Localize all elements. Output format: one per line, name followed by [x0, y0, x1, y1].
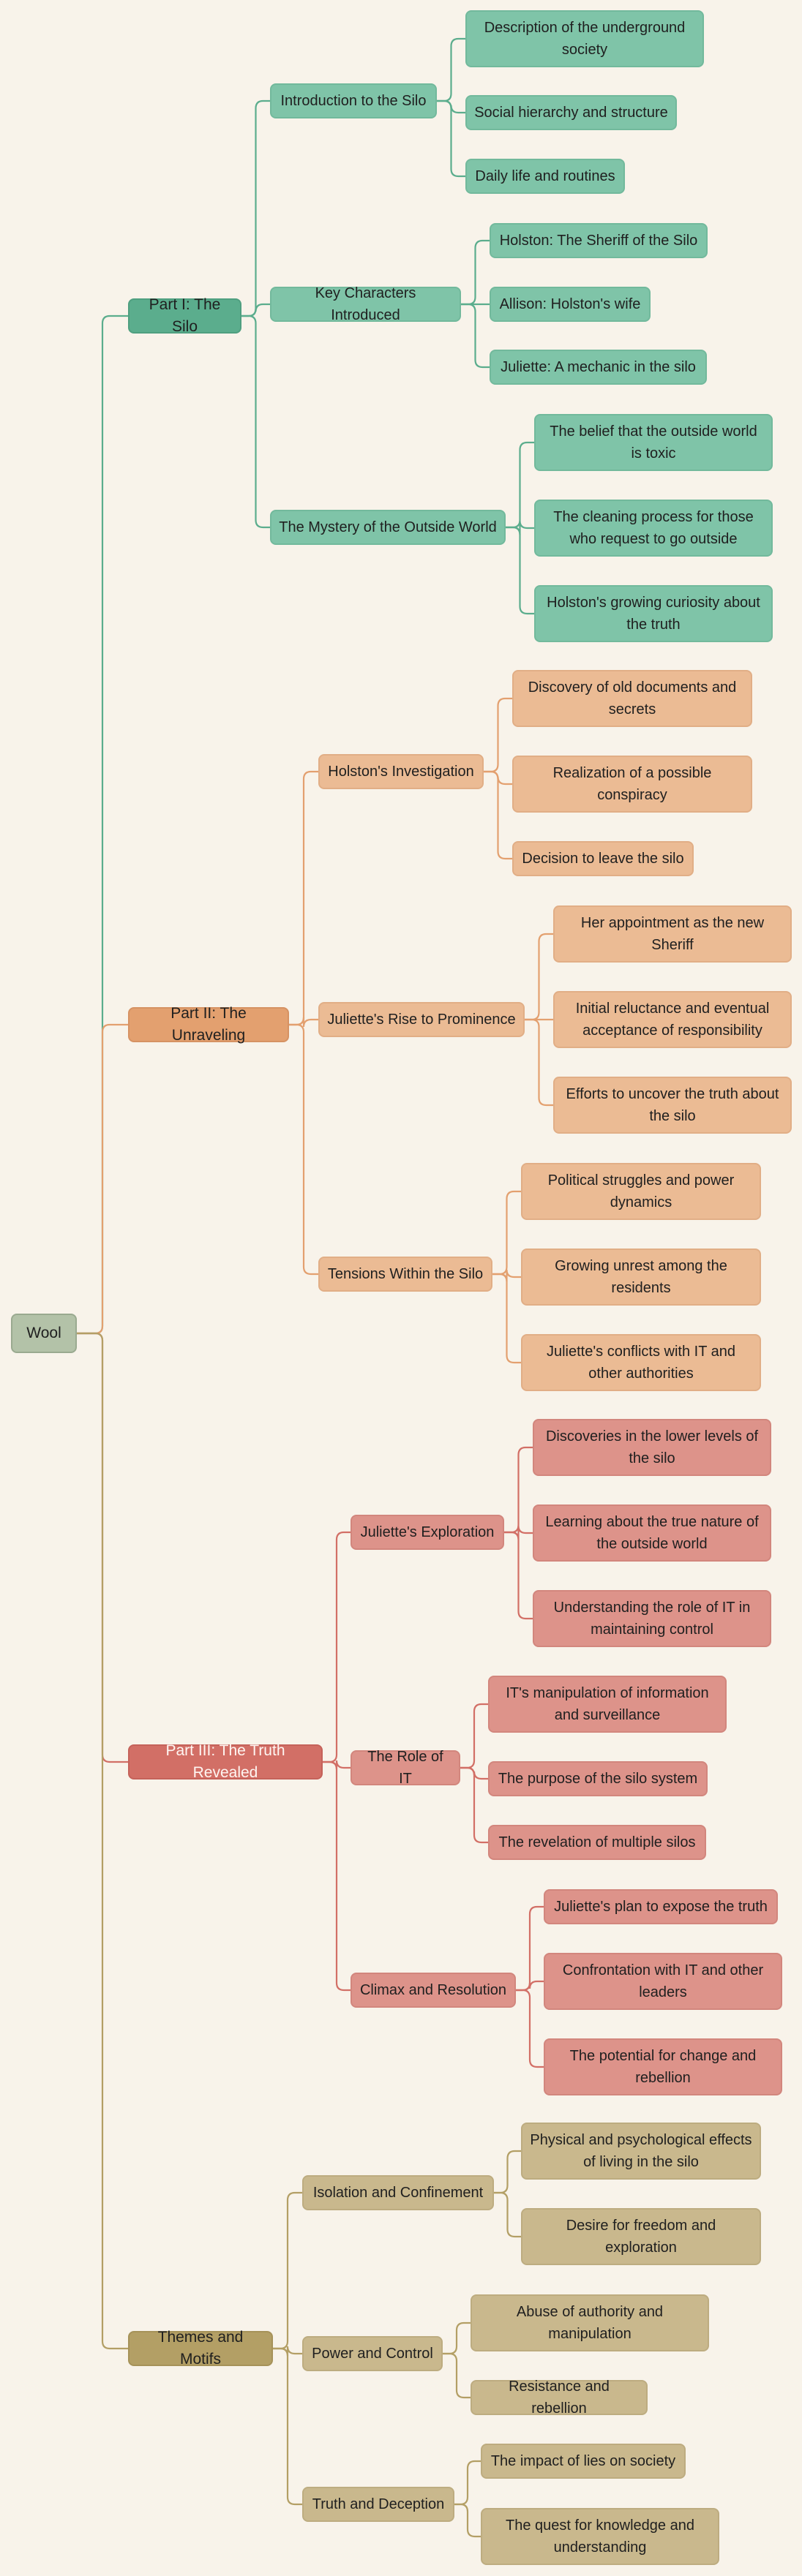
- leaf-node[interactable]: Holston: The Sheriff of the Silo: [490, 223, 708, 258]
- connector-line: [484, 697, 512, 773]
- leaf-node[interactable]: The potential for change and rebellion: [544, 2038, 782, 2095]
- connector-line: [494, 2191, 521, 2238]
- leaf-node[interactable]: Discoveries in the lower levels of the s…: [533, 1419, 771, 1476]
- leaf-node[interactable]: Growing unrest among the residents: [521, 1249, 761, 1306]
- connector-line: [516, 1905, 544, 1992]
- connector-line: [460, 1766, 488, 1844]
- connector-line: [525, 933, 553, 1021]
- connector-line: [454, 2460, 481, 2506]
- connector-line: [443, 2352, 471, 2399]
- topic-node[interactable]: Power and Control: [302, 2336, 443, 2371]
- connector-line: [484, 770, 512, 860]
- section-node[interactable]: Part III: The Truth Revealed: [128, 1742, 323, 1781]
- connector-line: [525, 1018, 553, 1107]
- leaf-node[interactable]: Her appointment as the new Sheriff: [553, 905, 792, 963]
- connector-line: [506, 441, 534, 529]
- leaf-node[interactable]: Abuse of authority and manipulation: [471, 2294, 709, 2351]
- leaf-node[interactable]: Realization of a possible conspiracy: [512, 756, 752, 813]
- topic-node[interactable]: Juliette's Rise to Prominence: [318, 1002, 525, 1037]
- connector-line: [289, 1023, 318, 1276]
- connector-line: [77, 1023, 128, 1335]
- connector-line: [323, 1760, 351, 1992]
- topic-node[interactable]: Holston's Investigation: [318, 754, 484, 789]
- leaf-node[interactable]: Learning about the true nature of the ou…: [533, 1504, 771, 1562]
- connector-line: [454, 2503, 481, 2538]
- section-node[interactable]: Part I: The Silo: [128, 296, 241, 335]
- leaf-node[interactable]: The cleaning process for those who reque…: [534, 500, 773, 557]
- leaf-node[interactable]: The purpose of the silo system: [488, 1761, 708, 1796]
- leaf-node[interactable]: Initial reluctance and eventual acceptan…: [553, 991, 792, 1048]
- section-node[interactable]: Themes and Motifs: [128, 2329, 273, 2368]
- connector-line: [504, 1531, 533, 1620]
- connector-line: [289, 770, 318, 1026]
- topic-node[interactable]: Truth and Deception: [302, 2487, 454, 2522]
- topic-node[interactable]: Introduction to the Silo: [270, 83, 437, 118]
- connector-line: [504, 1446, 533, 1534]
- topic-node[interactable]: The Role of IT: [351, 1749, 460, 1787]
- leaf-node[interactable]: Allison: Holston's wife: [490, 287, 651, 322]
- leaf-node[interactable]: The belief that the outside world is tox…: [534, 414, 773, 471]
- connector-line: [492, 1273, 521, 1364]
- connector-line: [516, 1989, 544, 2068]
- topic-node[interactable]: Isolation and Confinement: [302, 2175, 494, 2210]
- section-node[interactable]: Part II: The Unraveling: [128, 1005, 289, 1044]
- leaf-node[interactable]: Juliette's plan to expose the truth: [544, 1889, 778, 1924]
- connector-line: [241, 315, 270, 529]
- connector-line: [241, 99, 270, 317]
- connector-line: [461, 303, 490, 369]
- leaf-node[interactable]: Discovery of old documents and secrets: [512, 670, 752, 727]
- root-node[interactable]: Wool: [11, 1314, 77, 1353]
- connector-line: [323, 1531, 351, 1763]
- topic-node[interactable]: Tensions Within the Silo: [318, 1257, 492, 1292]
- connector-line: [273, 2191, 302, 2350]
- leaf-node[interactable]: Holston's growing curiosity about the tr…: [534, 585, 773, 642]
- leaf-node[interactable]: Desire for freedom and exploration: [521, 2208, 761, 2265]
- leaf-node[interactable]: Social hierarchy and structure: [465, 95, 677, 130]
- connector-line: [437, 99, 465, 178]
- connector-line: [273, 2347, 302, 2506]
- connector-line: [494, 2150, 521, 2194]
- leaf-node[interactable]: Physical and psychological effects of li…: [521, 2123, 761, 2180]
- connector-line: [492, 1190, 521, 1276]
- leaf-node[interactable]: Resistance and rebellion: [471, 2379, 648, 2417]
- connector-line: [443, 2321, 471, 2355]
- connector-line: [506, 526, 534, 615]
- topic-node[interactable]: Key Characters Introduced: [270, 285, 461, 323]
- leaf-node[interactable]: The quest for knowledge and understandin…: [481, 2508, 719, 2565]
- topic-node[interactable]: The Mystery of the Outside World: [270, 510, 506, 545]
- topic-node[interactable]: Juliette's Exploration: [351, 1515, 504, 1550]
- leaf-node[interactable]: Juliette: A mechanic in the silo: [490, 350, 707, 385]
- leaf-node[interactable]: Confrontation with IT and other leaders: [544, 1953, 782, 2010]
- leaf-node[interactable]: Political struggles and power dynamics: [521, 1163, 761, 1220]
- leaf-node[interactable]: Decision to leave the silo: [512, 841, 694, 876]
- leaf-node[interactable]: The impact of lies on society: [481, 2444, 686, 2479]
- leaf-node[interactable]: Understanding the role of IT in maintain…: [533, 1590, 771, 1647]
- leaf-node[interactable]: Description of the underground society: [465, 10, 704, 67]
- leaf-node[interactable]: Efforts to uncover the truth about the s…: [553, 1077, 792, 1134]
- connector-line: [460, 1703, 488, 1769]
- connector-line: [77, 1332, 128, 2350]
- leaf-node[interactable]: IT's manipulation of information and sur…: [488, 1676, 727, 1733]
- connector-line: [461, 239, 490, 306]
- leaf-node[interactable]: Daily life and routines: [465, 159, 625, 194]
- leaf-node[interactable]: The revelation of multiple silos: [488, 1825, 706, 1860]
- leaf-node[interactable]: Juliette's conflicts with IT and other a…: [521, 1334, 761, 1391]
- topic-node[interactable]: Climax and Resolution: [351, 1973, 516, 2008]
- connector-line: [437, 37, 465, 102]
